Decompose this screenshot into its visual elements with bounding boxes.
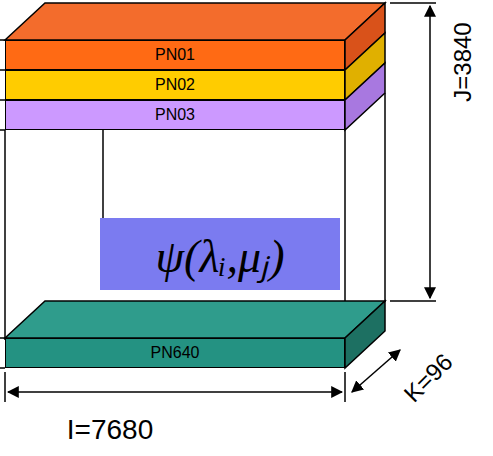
slab-label: PN640 bbox=[151, 344, 200, 362]
formula-text: ψ(λᵢ,μⱼ) bbox=[156, 223, 285, 285]
slab-face: PN01 bbox=[5, 40, 345, 70]
slab-label: PN02 bbox=[155, 76, 195, 94]
slab-label: PN03 bbox=[155, 106, 195, 124]
formula-box: ψ(λᵢ,μⱼ) bbox=[100, 218, 340, 290]
dimension-label: I=7680 bbox=[67, 414, 153, 446]
slab-face: PN640 bbox=[5, 338, 345, 368]
dimension-label: J=3840 bbox=[449, 22, 477, 101]
slab-label: PN01 bbox=[155, 46, 195, 64]
slab-face: PN02 bbox=[5, 70, 345, 100]
dimension-label: K=96 bbox=[398, 348, 458, 408]
slab-face: PN03 bbox=[5, 100, 345, 130]
